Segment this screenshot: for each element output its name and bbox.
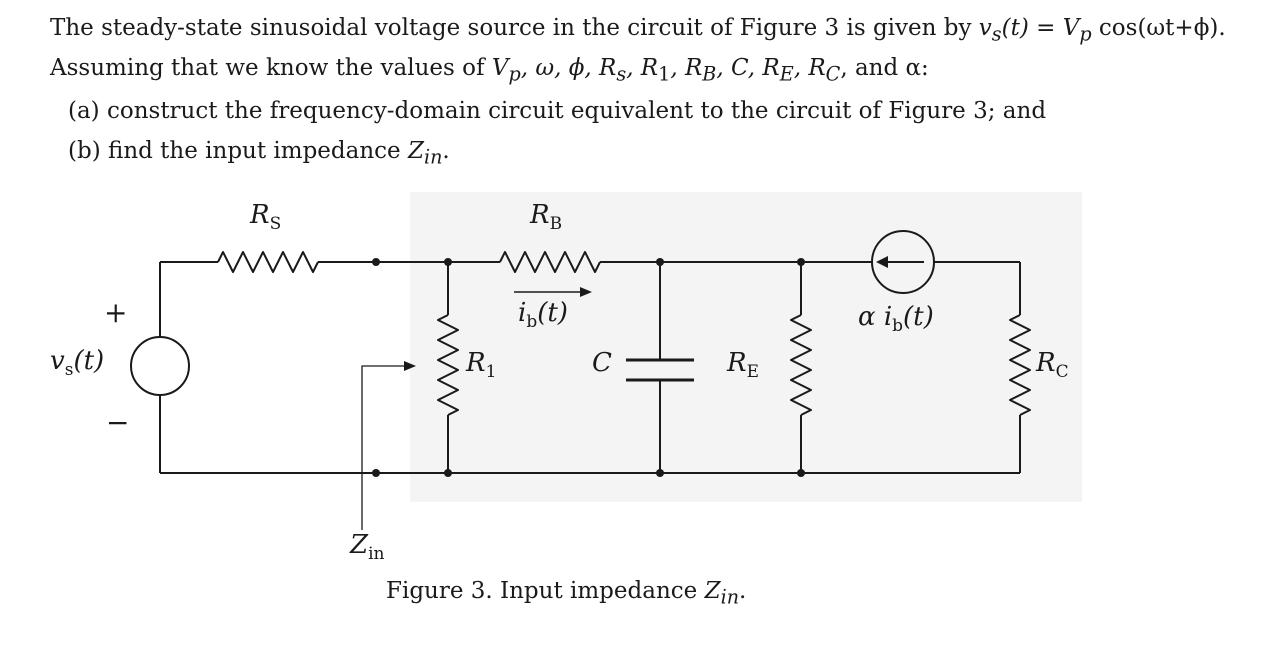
label-zin: Zin: [350, 530, 385, 565]
node-dot: [797, 469, 805, 477]
resistor-rb: [499, 251, 601, 273]
label-c: C: [592, 348, 612, 378]
node-dot: [444, 469, 452, 477]
resistor-re: [790, 314, 812, 416]
problem-part-b: (b) find the input impedance Zin.: [68, 138, 450, 169]
label-vs: vs(t): [50, 346, 105, 381]
label-rb: RB: [530, 200, 563, 235]
label-plus: +: [104, 296, 128, 329]
node-dot: [444, 258, 452, 266]
figure-caption: Figure 3. Input impedance Zin.: [386, 578, 747, 609]
label-rs: RS: [250, 200, 282, 235]
label-re: RE: [727, 348, 759, 383]
node-dot: [656, 469, 664, 477]
voltage-source-symbol: [130, 336, 190, 396]
current-source-arrow-head: [876, 256, 888, 268]
label-alpha-ib: α ib(t): [858, 302, 934, 337]
current-source-symbol: [871, 230, 935, 294]
label-rc: RC: [1036, 348, 1069, 383]
ib-arrow-head: [580, 287, 592, 297]
node-dot: [656, 258, 664, 266]
node-dot: [797, 258, 805, 266]
node-dot: [372, 469, 380, 477]
problem-line-1: The steady-state sinusoidal voltage sour…: [50, 15, 1226, 46]
resistor-rc: [1009, 314, 1031, 416]
label-ib: ib(t): [518, 298, 568, 333]
zin-probe-line: [361, 365, 408, 530]
problem-line-2: Assuming that we know the values of Vp, …: [50, 55, 929, 86]
problem-part-a: (a) construct the frequency-domain circu…: [68, 98, 1047, 124]
resistor-r1: [437, 314, 459, 416]
node-dot: [372, 258, 380, 266]
zin-probe-arrow-head: [404, 361, 416, 371]
resistor-rs: [217, 251, 319, 273]
label-minus: −: [106, 406, 130, 439]
background-scan-artifact: [410, 192, 1082, 502]
label-r1: R1: [466, 348, 497, 383]
